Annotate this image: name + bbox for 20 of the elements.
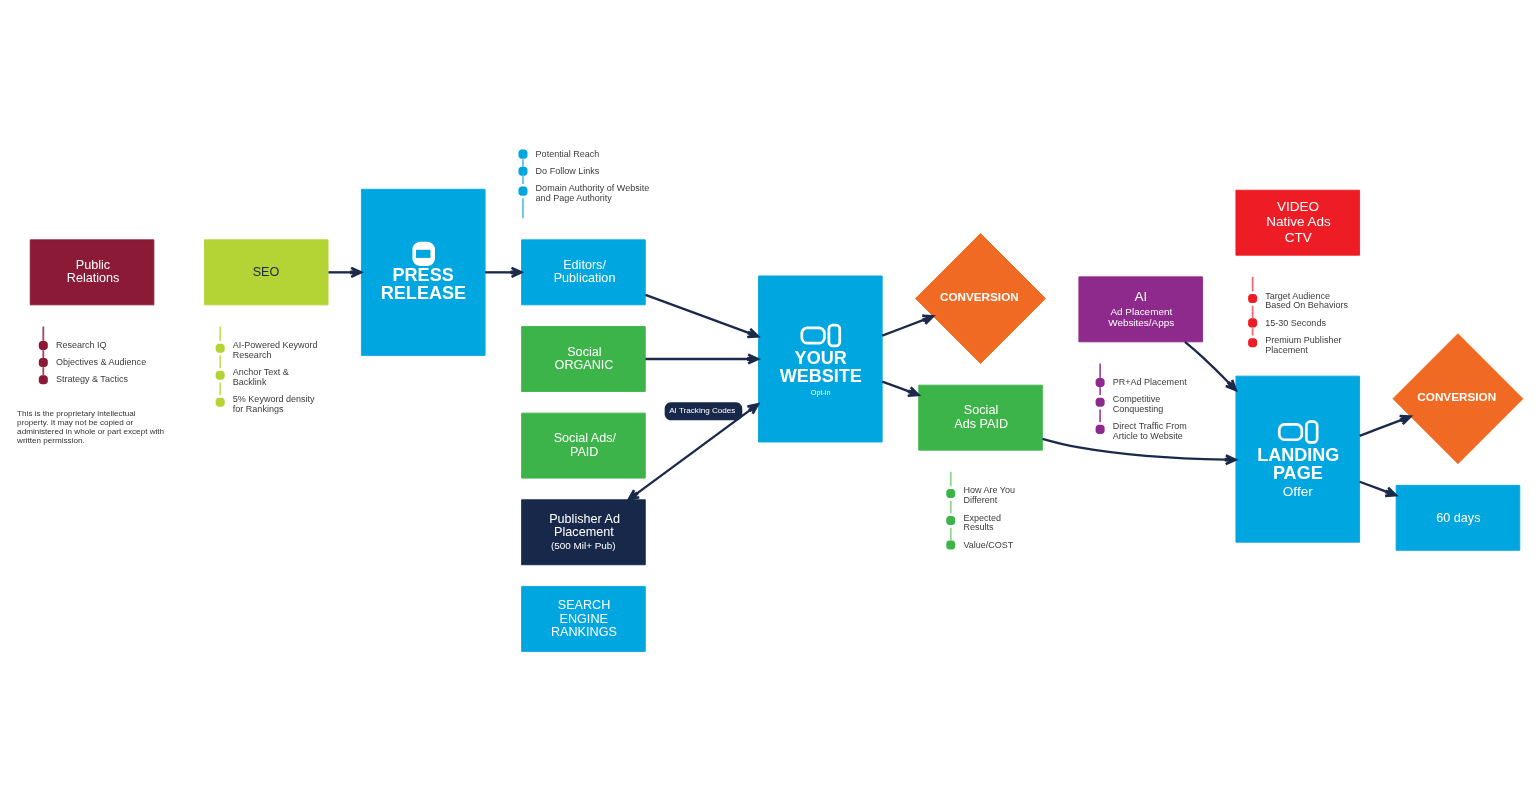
node-label: Competitive Conquesting	[1112, 393, 1164, 414]
edge-label: AI Tracking Codes	[669, 405, 736, 415]
node-label: Anchor Text & Backlink	[232, 366, 289, 387]
node-label: Direct Traffic From Article to Website	[1112, 420, 1187, 441]
node-label: 15-30 Seconds	[1265, 317, 1326, 328]
node-label: PR+Ad Placement	[1112, 376, 1187, 387]
node-label: Value/COST	[963, 539, 1014, 550]
node-label: Do Follow Links	[535, 165, 600, 176]
node-label: Research IQ	[55, 339, 107, 350]
node-label: Potential Reach	[535, 148, 600, 159]
node-label: AI-Powered Keyword Research	[232, 339, 318, 360]
node-label: How Are You Different	[963, 484, 1016, 505]
node-label: Strategy & Tactics	[55, 373, 128, 384]
node-label: 5% Keyword density for Rankings	[232, 393, 315, 414]
node-label: Premium Publisher Placement	[1265, 334, 1342, 355]
node-label: Domain Authority of Website and Page Authority	[535, 182, 650, 203]
node-label: Objectives & Audience	[55, 356, 147, 367]
node-label: Target Audience Based On Behaviors	[1265, 290, 1348, 310]
node-label: Expected Results	[963, 512, 1001, 532]
label: This is the proprietary intellectual property. It may not be copied or administered in whole or part except with written permission.	[17, 408, 165, 445]
